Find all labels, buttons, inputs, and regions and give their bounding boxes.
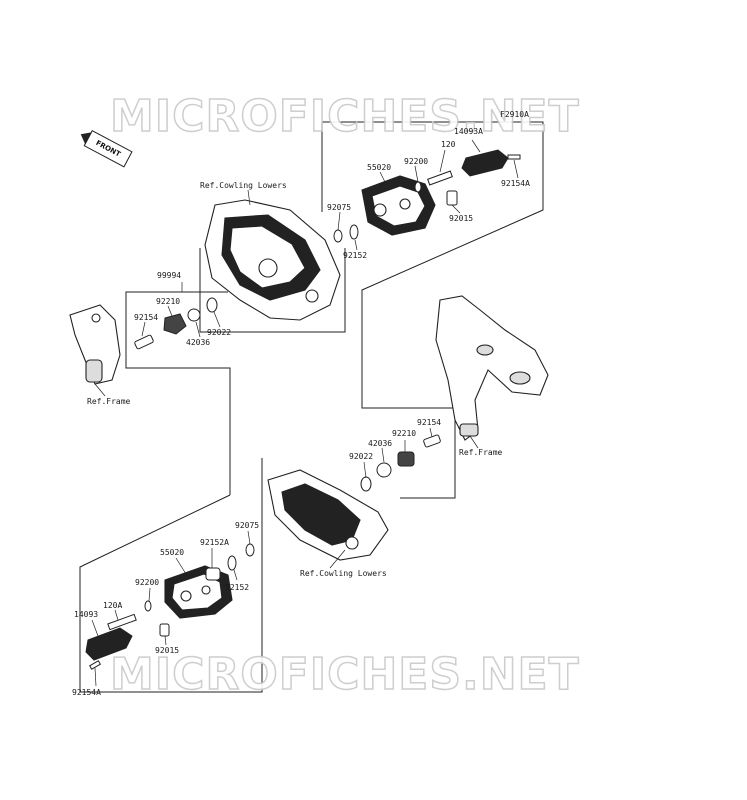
watermark-top: MICROFICHES.NET	[109, 91, 580, 142]
washer-92022-left	[206, 297, 218, 313]
watermark-bottom: MICROFICHES.NET	[109, 649, 580, 700]
label-92152-bottom: 92152	[225, 583, 250, 592]
plate-14093	[85, 627, 133, 661]
label-92210-left: 92210	[156, 297, 181, 306]
label-92022-right: 92022	[349, 452, 374, 461]
label-55020-bottom: 55020	[160, 548, 185, 557]
group-box-bottom	[79, 458, 263, 693]
label-92200-top: 92200	[404, 157, 429, 166]
label-92154-right: 92154	[417, 418, 442, 427]
label-92075-bottom: 92075	[235, 521, 260, 530]
label-ref-frame-right: Ref.Frame	[459, 448, 503, 457]
spacer-42036-right	[376, 462, 392, 478]
washer-92200-bottom	[144, 600, 152, 612]
label-ref-cowling-bottom: Ref.Cowling Lowers	[300, 569, 387, 578]
label-ref-cowling-top: Ref.Cowling Lowers	[200, 181, 287, 190]
label-92075-top: 92075	[327, 203, 352, 212]
cowling-lower-bottom	[267, 469, 389, 561]
collar-92015-bottom	[159, 623, 170, 637]
label-92152A: 92152A	[200, 538, 229, 547]
washer-92152-bottom	[227, 555, 237, 571]
label-120-top: 120	[441, 140, 456, 149]
plate-14093A	[461, 149, 509, 177]
label-92022-left: 92022	[207, 328, 232, 337]
label-92210-right: 92210	[392, 429, 417, 438]
slider-55020-top	[361, 175, 436, 236]
collar-92015-top	[446, 190, 458, 206]
label-14093: 14093	[74, 610, 99, 619]
washer-92152-top	[349, 224, 359, 240]
label-92015-top: 92015	[449, 214, 474, 223]
washer-92200-top	[414, 181, 422, 193]
label-99994: 99994	[157, 271, 182, 280]
collar-92152A	[205, 567, 221, 581]
diagram-code: F2910A	[500, 110, 529, 119]
label-42036-right: 42036	[368, 439, 393, 448]
frame-left	[69, 304, 121, 385]
bolt-92154-left	[134, 334, 154, 350]
bolt-120A	[107, 613, 137, 631]
label-92154A-top: 92154A	[501, 179, 530, 188]
group-box-top-right	[322, 121, 544, 499]
screw-92154A-top	[507, 154, 521, 160]
label-92152-top: 92152	[343, 251, 368, 260]
frame-right	[435, 295, 549, 441]
label-92200-bottom: 92200	[135, 578, 160, 587]
slider-55020-bottom	[164, 565, 233, 619]
washer-92075-top	[333, 229, 343, 243]
bolt-92154-right	[423, 434, 441, 448]
screw-92154A-bottom	[88, 660, 102, 670]
group-box-cowling-frame	[199, 248, 346, 333]
washer-92075-bottom	[245, 543, 255, 557]
spacer-42036-left	[187, 308, 201, 322]
label-120A: 120A	[103, 601, 123, 610]
label-92015-bottom: 92015	[155, 646, 180, 655]
label-55020-top: 55020	[367, 163, 392, 172]
washer-92022-right	[360, 476, 372, 492]
bracket-92210-left	[163, 313, 187, 335]
label-92154A-bottom: 92154A	[72, 688, 101, 697]
label-92154-left: 92154	[134, 313, 159, 322]
label-42036-left: 42036	[186, 338, 211, 347]
bracket-92210-right	[397, 451, 415, 467]
cowling-lower-top	[204, 199, 341, 321]
group-box-left	[125, 291, 231, 495]
label-ref-frame-left: Ref.Frame	[87, 397, 131, 406]
bolt-120-top	[427, 170, 453, 186]
label-14093A: 14093A	[454, 127, 483, 136]
